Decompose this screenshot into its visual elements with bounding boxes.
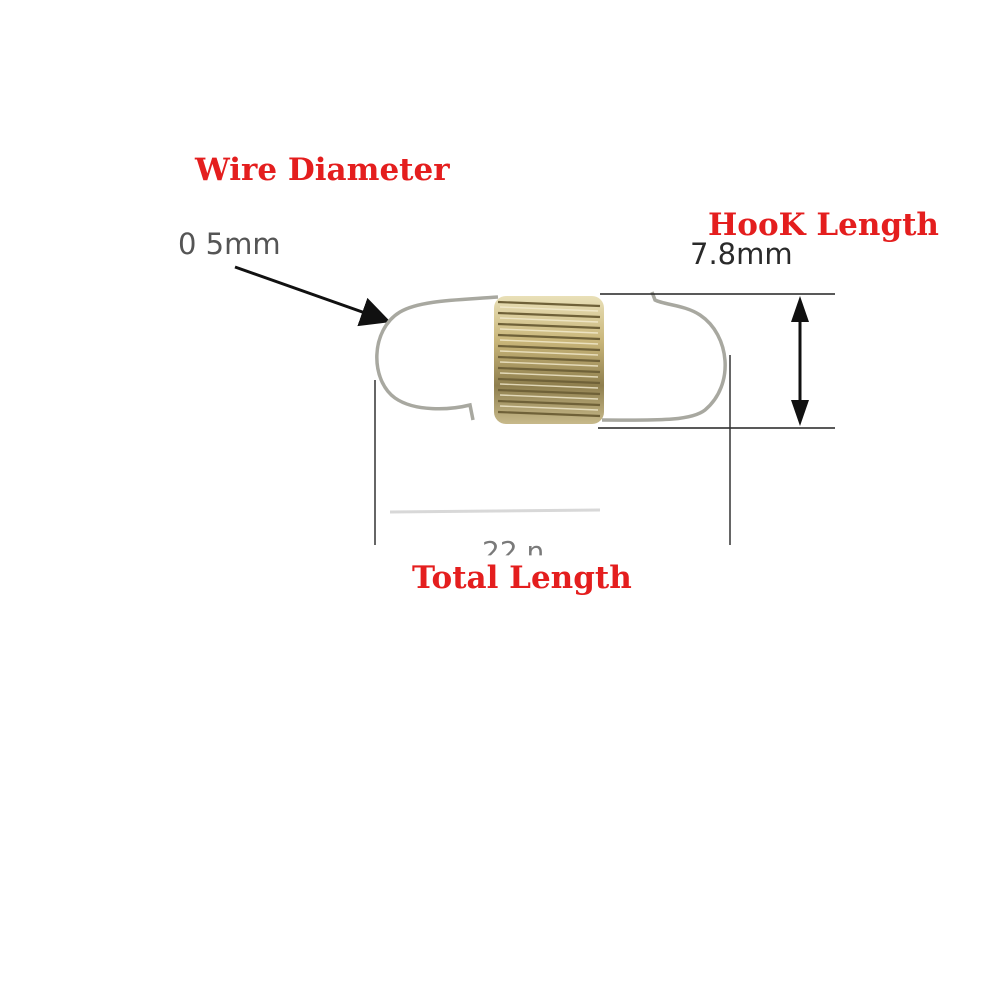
hook-length-arrow	[791, 296, 809, 426]
hook-length-title: HooK Length	[708, 207, 939, 243]
wire-diameter-arrow	[234, 265, 391, 327]
total-length-faint-line	[389, 508, 601, 514]
total-length-title: Total Length	[412, 560, 632, 596]
spring-coil	[494, 296, 604, 424]
wire-diameter-value: 0 5mm	[178, 227, 281, 261]
hook-length-value: 7.8mm	[690, 237, 793, 271]
right-hook	[601, 291, 727, 422]
total-length-value: 22 n	[482, 535, 545, 568]
wire-diameter-title: Wire Diameter	[195, 152, 450, 188]
left-hook	[375, 295, 499, 421]
